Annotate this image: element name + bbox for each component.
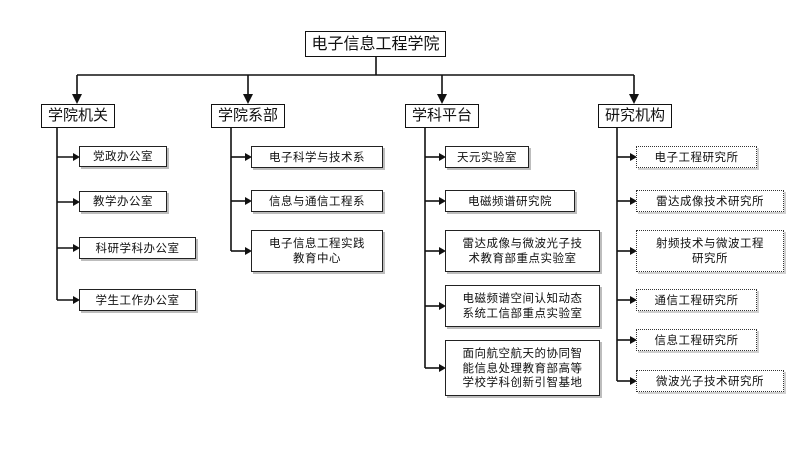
child-arrow [439,153,446,161]
child-node: 信息与通信工程系 [251,190,383,212]
child-arrow [439,364,446,372]
category-arrow [629,94,639,104]
category-arrow [72,94,82,104]
category-departments: 学院系部 [211,104,285,128]
child-node: 学生工作办公室 [79,289,196,311]
child-node: 通信工程研究所 [636,289,757,311]
child-arrow [630,377,637,385]
child-arrow [630,336,637,344]
child-node: 信息工程研究所 [636,329,757,351]
child-arrow [630,247,637,255]
child-node: 教学办公室 [79,191,167,212]
category-arrow [243,94,253,104]
child-node: 电磁频谱研究院 [445,190,575,212]
child-arrow [439,197,446,205]
child-node: 电子信息工程实践 教育中心 [251,230,383,272]
root-node: 电子信息工程学院 [305,31,446,57]
child-arrow [73,153,80,161]
child-node: 雷达成像技术研究所 [636,190,784,212]
child-arrow [245,153,252,161]
child-arrow [630,296,637,304]
category-research-institutes: 研究机构 [598,104,672,128]
child-node: 电子科学与技术系 [251,146,383,168]
category-discipline-platforms: 学科平台 [405,104,479,128]
child-arrow [630,153,637,161]
child-node: 面向航空航天的协同智 能信息处理教育部高等 学校学科创新引智基地 [445,340,600,396]
child-arrow [439,247,446,255]
child-arrow [73,244,80,252]
child-node: 党政办公室 [79,146,167,167]
child-arrow [439,302,446,310]
category-arrow [437,94,447,104]
child-node: 电磁频谱空间认知动态 系统工信部重点实验室 [445,285,600,327]
category-admin-offices: 学院机关 [41,104,115,128]
child-node: 天元实验室 [445,146,529,168]
child-node: 科研学科办公室 [79,237,196,259]
child-arrow [245,247,252,255]
child-node: 雷达成像与微波光子技 术教育部重点实验室 [445,230,600,272]
child-arrow [73,296,80,304]
child-arrow [630,197,637,205]
child-node: 电子工程研究所 [636,146,757,168]
child-arrow [245,197,252,205]
child-node: 微波光子技术研究所 [636,370,784,392]
child-arrow [73,198,80,206]
child-node: 射频技术与微波工程 研究所 [636,230,784,272]
